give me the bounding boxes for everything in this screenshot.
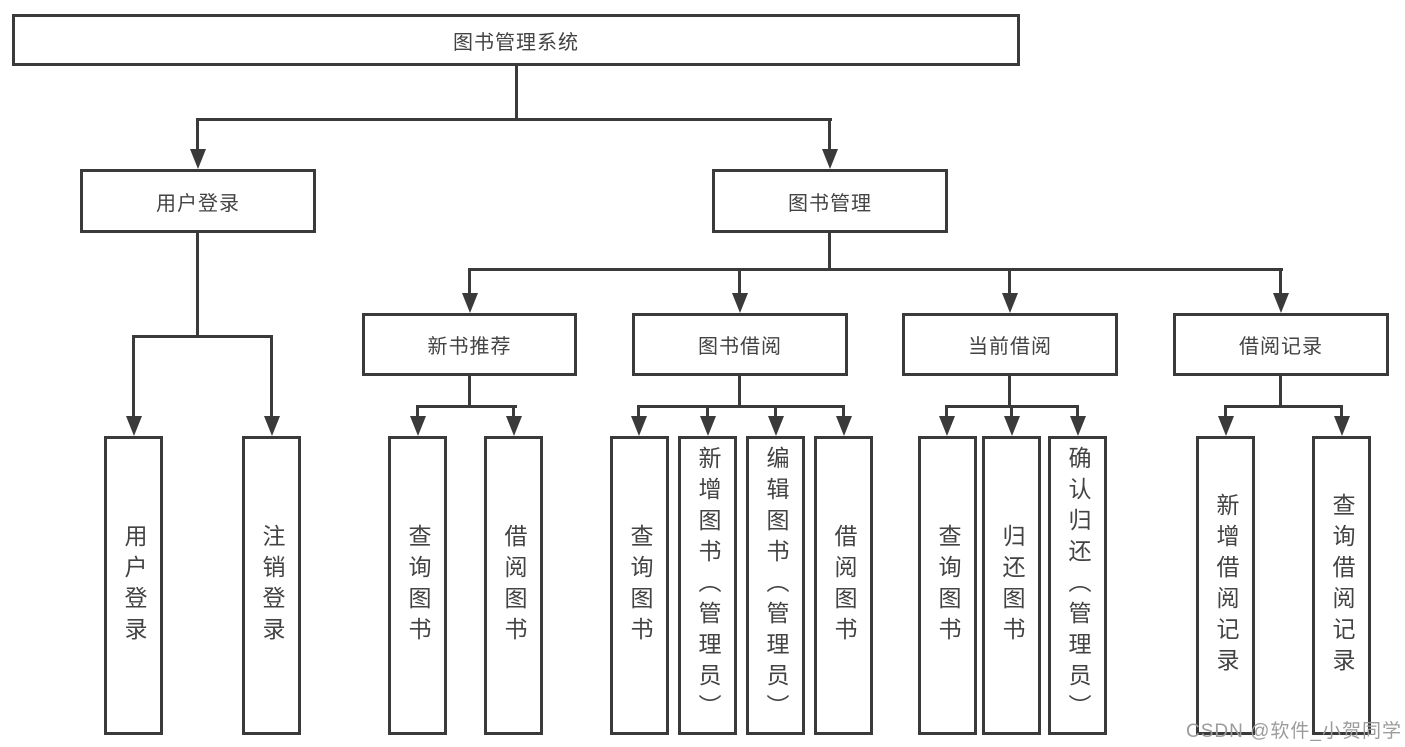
leaf-cb-query-books: 查询图书	[918, 436, 977, 735]
connector-line	[945, 405, 948, 418]
connector-line	[1010, 405, 1013, 418]
arrowhead-down-icon	[836, 416, 852, 436]
connector-line	[468, 268, 1283, 271]
arrowhead-down-icon	[506, 416, 522, 436]
arrowhead-down-icon	[1273, 293, 1289, 313]
connector-line	[196, 118, 832, 121]
connector-line	[637, 405, 640, 418]
connector-line	[270, 335, 273, 418]
arrowhead-down-icon	[1334, 416, 1350, 436]
connector-line	[1279, 376, 1282, 408]
leaf-bb-query-books: 查询图书	[610, 436, 669, 735]
csdn-watermark: CSDN @软件_小贺同学	[1186, 721, 1402, 742]
connector-line	[416, 405, 517, 408]
connector-line	[828, 233, 831, 271]
arrowhead-down-icon	[732, 293, 748, 313]
node-user-login: 用户登录	[80, 169, 316, 233]
leaf-bb-borrow-books: 借阅图书	[814, 436, 873, 735]
connector-line	[828, 118, 831, 151]
connector-line	[1279, 268, 1282, 296]
connector-line	[637, 405, 845, 408]
node-current-borrowing: 当前借阅	[902, 313, 1118, 376]
leaf-logout: 注销登录	[242, 436, 301, 735]
leaf-bb-add-books-admin: 新增图书（管理员）	[678, 436, 737, 735]
connector-line	[774, 405, 777, 418]
arrowhead-down-icon	[822, 149, 838, 169]
connector-line	[1340, 405, 1343, 418]
connector-line	[512, 405, 515, 418]
leaf-cb-return-books: 归还图书	[982, 436, 1041, 735]
connector-line	[416, 405, 419, 418]
arrowhead-down-icon	[1004, 416, 1020, 436]
connector-line	[1008, 268, 1011, 296]
leaf-rec-query-books: 查询图书	[388, 436, 447, 735]
arrowhead-down-icon	[1070, 416, 1086, 436]
connector-line	[196, 233, 199, 338]
node-book-borrowing: 图书借阅	[632, 313, 848, 376]
arrowhead-down-icon	[410, 416, 426, 436]
connector-line	[132, 335, 135, 418]
leaf-cb-confirm-return-admin: 确认归还（管理员）	[1048, 436, 1107, 735]
leaf-br-add-record: 新增借阅记录	[1196, 436, 1255, 735]
connector-line	[1008, 376, 1011, 408]
node-root-system: 图书管理系统	[12, 14, 1020, 66]
leaf-br-query-record: 查询借阅记录	[1312, 436, 1371, 735]
connector-line	[468, 268, 471, 296]
leaf-bb-edit-books-admin: 编辑图书（管理员）	[746, 436, 805, 735]
node-new-book-recommendation: 新书推荐	[362, 313, 577, 376]
leaf-rec-borrow-books: 借阅图书	[484, 436, 543, 735]
arrowhead-down-icon	[1218, 416, 1234, 436]
leaf-user-login: 用户登录	[104, 436, 163, 735]
connector-line	[842, 405, 845, 418]
arrowhead-down-icon	[768, 416, 784, 436]
arrowhead-down-icon	[190, 149, 206, 169]
connector-line	[196, 118, 199, 151]
arrowhead-down-icon	[264, 416, 280, 436]
arrowhead-down-icon	[631, 416, 647, 436]
arrowhead-down-icon	[700, 416, 716, 436]
arrowhead-down-icon	[1002, 293, 1018, 313]
node-borrowing-records: 借阅记录	[1173, 313, 1389, 376]
connector-line	[1076, 405, 1079, 418]
connector-line	[738, 376, 741, 408]
arrowhead-down-icon	[462, 293, 478, 313]
arrowhead-down-icon	[126, 416, 142, 436]
node-book-management: 图书管理	[712, 169, 948, 233]
connector-line	[1224, 405, 1342, 408]
connector-line	[738, 268, 741, 296]
connector-line	[468, 376, 471, 408]
connector-line	[132, 335, 273, 338]
connector-line	[515, 63, 518, 120]
connector-line	[1224, 405, 1227, 418]
arrowhead-down-icon	[939, 416, 955, 436]
connector-line	[706, 405, 709, 418]
